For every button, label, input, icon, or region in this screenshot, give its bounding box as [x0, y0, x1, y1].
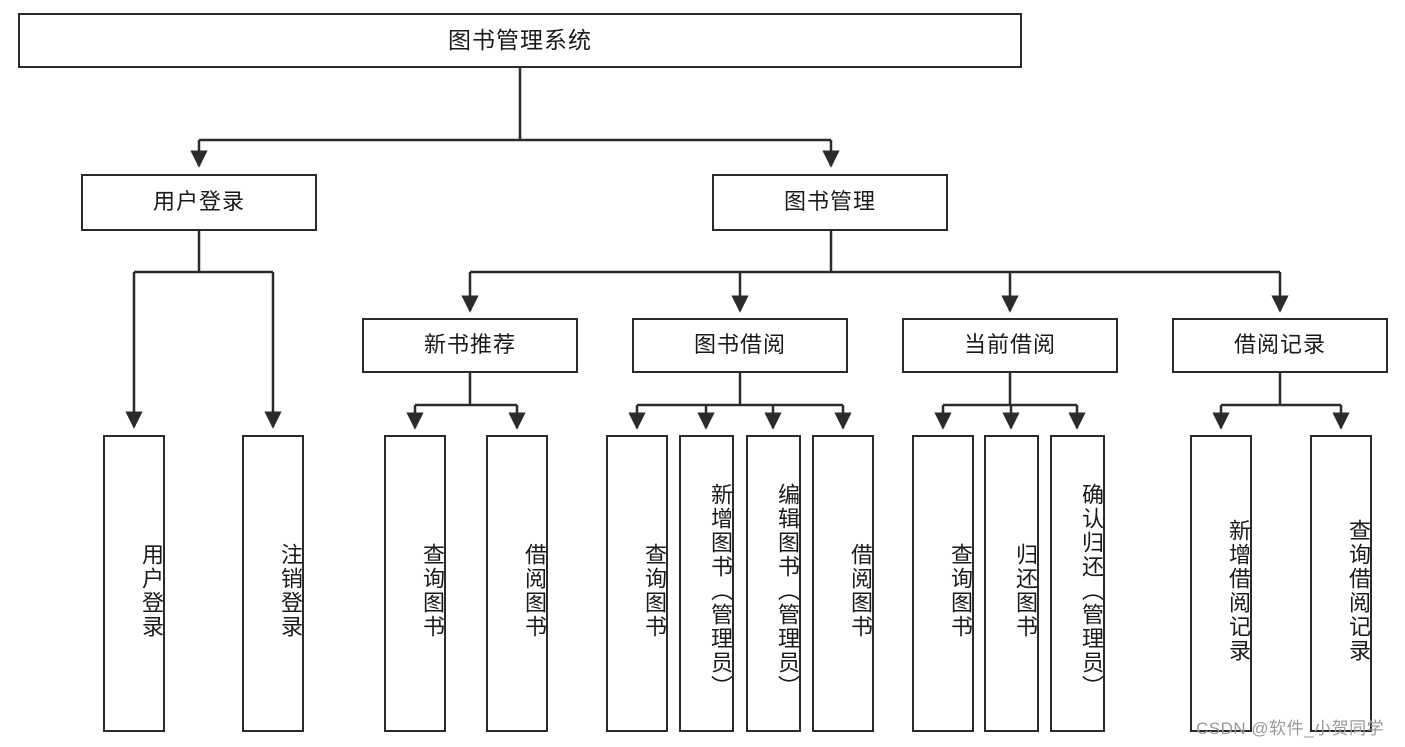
node-leaf-query-record[interactable]: 查询借阅记录: [1310, 435, 1372, 732]
node-leaf-add-record[interactable]: 新增借阅记录: [1190, 435, 1252, 732]
node-current-borrow[interactable]: 当前借阅: [902, 318, 1118, 373]
node-leaf-user-login[interactable]: 用户登录: [103, 435, 165, 732]
node-leaf-return-book-label: 归还图书: [1013, 542, 1038, 639]
node-leaf-user-login-label: 用户登录: [139, 542, 164, 639]
node-book-manage-label: 图书管理: [783, 189, 876, 215]
node-leaf-query-book-3-label: 查询图书: [948, 542, 973, 639]
node-borrow-record-label: 借阅记录: [1233, 332, 1326, 358]
node-leaf-edit-book[interactable]: 编辑图书（管理员）: [746, 435, 801, 732]
node-leaf-borrow-book-2[interactable]: 借阅图书: [812, 435, 874, 732]
node-leaf-query-book-1[interactable]: 查询图书: [384, 435, 446, 732]
node-leaf-return-book[interactable]: 归还图书: [984, 435, 1039, 732]
node-leaf-add-book[interactable]: 新增图书（管理员）: [679, 435, 734, 732]
node-new-book-rec[interactable]: 新书推荐: [362, 318, 578, 373]
node-new-book-rec-label: 新书推荐: [423, 332, 516, 358]
node-leaf-confirm-return[interactable]: 确认归还（管理员）: [1050, 435, 1105, 732]
node-leaf-query-book-1-label: 查询图书: [420, 542, 445, 639]
node-leaf-query-book-2[interactable]: 查询图书: [606, 435, 668, 732]
node-book-borrow[interactable]: 图书借阅: [632, 318, 848, 373]
node-leaf-logout-label: 注销登录: [278, 542, 303, 639]
node-leaf-add-book-label: 新增图书（管理员）: [708, 482, 733, 699]
node-leaf-query-record-label: 查询借阅记录: [1346, 518, 1371, 663]
watermark-text: CSDN @软件_小贺同学: [1196, 719, 1385, 738]
node-root[interactable]: 图书管理系统: [18, 13, 1022, 68]
node-leaf-confirm-return-label: 确认归还（管理员）: [1079, 482, 1104, 699]
node-borrow-record[interactable]: 借阅记录: [1172, 318, 1388, 373]
node-leaf-query-book-3[interactable]: 查询图书: [912, 435, 974, 732]
node-leaf-edit-book-label: 编辑图书（管理员）: [775, 482, 800, 699]
node-root-label: 图书管理系统: [448, 26, 592, 53]
node-book-manage[interactable]: 图书管理: [712, 174, 948, 231]
node-leaf-borrow-book-2-label: 借阅图书: [848, 542, 873, 639]
node-book-borrow-label: 图书借阅: [693, 332, 786, 358]
node-user-login[interactable]: 用户登录: [81, 174, 317, 231]
node-current-borrow-label: 当前借阅: [963, 332, 1056, 358]
node-leaf-logout[interactable]: 注销登录: [242, 435, 304, 732]
node-leaf-borrow-book-1[interactable]: 借阅图书: [486, 435, 548, 732]
node-leaf-add-record-label: 新增借阅记录: [1226, 518, 1251, 663]
node-leaf-query-book-2-label: 查询图书: [642, 542, 667, 639]
node-leaf-borrow-book-1-label: 借阅图书: [522, 542, 547, 639]
node-user-login-label: 用户登录: [152, 189, 245, 215]
